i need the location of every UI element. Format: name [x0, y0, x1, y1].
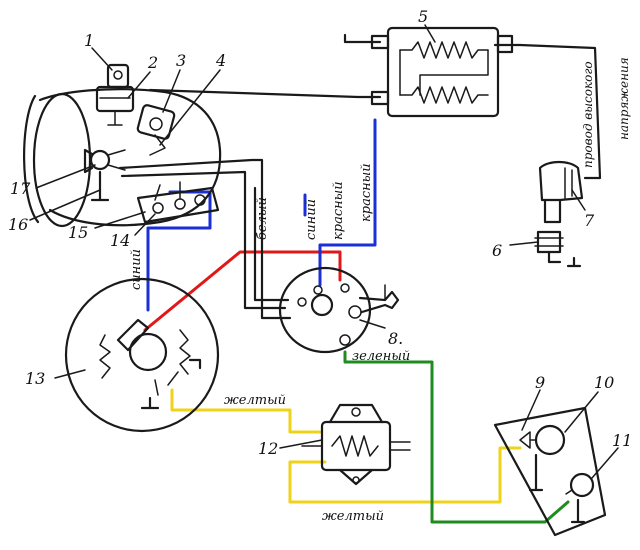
- coil-body: [386, 26, 500, 118]
- label-siniy-mid: синий: [304, 199, 319, 240]
- generator-outer: [64, 277, 220, 433]
- tail-light: [493, 406, 607, 537]
- plug-tip: [547, 250, 582, 268]
- switch-body: [278, 266, 372, 354]
- label-9: 9: [535, 373, 545, 392]
- label-14: 14: [110, 231, 130, 250]
- label-15: 15: [68, 223, 88, 242]
- connector-block-body: [136, 186, 220, 224]
- cap-body: [538, 160, 584, 202]
- label-13: 13: [25, 369, 45, 388]
- label-2: 2: [147, 53, 158, 72]
- label-zheltiy-bottom: желтый: [322, 509, 384, 524]
- label-krasny-mid: красный: [331, 181, 346, 240]
- colored-wires: [143, 118, 570, 524]
- number-labels: 1 2 3 4 5 6 7 8. 9 10 11 12 13 14 15 16 …: [8, 7, 632, 458]
- label-krasny-top: красный: [359, 163, 374, 222]
- black-wire-white1: [253, 186, 290, 302]
- label-10: 10: [594, 373, 614, 392]
- label-6: 6: [492, 241, 502, 260]
- label-zheltiy-mid: желтый: [224, 393, 286, 408]
- tail-ground-1: [528, 453, 544, 492]
- label-17: 17: [10, 179, 31, 198]
- label-zeleny: зеленый: [352, 349, 410, 364]
- label-8: 8.: [388, 329, 403, 348]
- spark-plug: [534, 230, 582, 268]
- coil-winding-top: [399, 41, 489, 59]
- component-3: [136, 104, 176, 140]
- yellow-wire-lower: [288, 446, 522, 504]
- generator-coil-right: [179, 329, 191, 375]
- ignition-coil: [370, 26, 514, 118]
- label-7: 7: [584, 211, 595, 230]
- leader-lines: [29, 24, 619, 479]
- label-16: 16: [8, 215, 28, 234]
- generator-ground: [140, 396, 160, 410]
- black-wire-coil-top: [343, 33, 382, 44]
- black-wire-headlight-inner2: [120, 170, 287, 310]
- label-hv-wire-2: напряжения: [617, 57, 631, 140]
- label-4: 4: [215, 51, 226, 70]
- switch-center: [310, 293, 334, 317]
- headlight: [23, 88, 222, 228]
- spark-plug-cap: [538, 160, 584, 224]
- bulb-11: [569, 472, 595, 498]
- blue-wire-headlight: [146, 190, 212, 312]
- blue-wire-to-switch: [318, 118, 377, 287]
- coil-winding-bottom: [399, 86, 489, 104]
- generator-hub: [128, 332, 168, 372]
- label-siniy-left: синий: [129, 249, 144, 290]
- label-1: 1: [84, 31, 94, 50]
- connector-block: [136, 181, 220, 224]
- socket-detail: [107, 149, 126, 171]
- bulb-10: [534, 424, 566, 456]
- relay: [301, 403, 411, 486]
- yellow-wire-upper: [170, 388, 322, 434]
- switch-key: [358, 290, 400, 314]
- headlight-bottom-stem: [90, 170, 110, 202]
- tail-light-housing: [493, 406, 607, 537]
- label-3: 3: [176, 51, 186, 70]
- green-wire: [343, 350, 570, 524]
- wire-labels: красный красный белый синий синий зелены…: [129, 57, 631, 524]
- component-4-contact: [149, 134, 166, 156]
- bulb-17: [89, 149, 111, 171]
- label-12: 12: [258, 439, 278, 458]
- bulb-mount: [83, 148, 94, 174]
- label-5: 5: [418, 7, 428, 26]
- black-wire-top: [148, 88, 382, 99]
- label-11: 11: [612, 431, 632, 450]
- black-wire-headlight-inner: [118, 158, 292, 320]
- relay-spring: [331, 435, 379, 457]
- label-hv-wire-1: провод высокого: [581, 61, 595, 168]
- label-beliy: белый: [255, 197, 270, 240]
- headlight-rim: [23, 94, 40, 224]
- switch-assembly: [95, 63, 176, 156]
- plug-body: [536, 230, 562, 254]
- headlight-body: [38, 88, 222, 227]
- tail-ground-2: [570, 498, 586, 524]
- ignition-switch: [278, 266, 400, 354]
- cap-stem: [543, 198, 562, 224]
- generator-contact: [116, 318, 150, 352]
- generator: [64, 277, 220, 433]
- red-wire: [143, 250, 342, 332]
- generator-coil-left: [99, 334, 111, 379]
